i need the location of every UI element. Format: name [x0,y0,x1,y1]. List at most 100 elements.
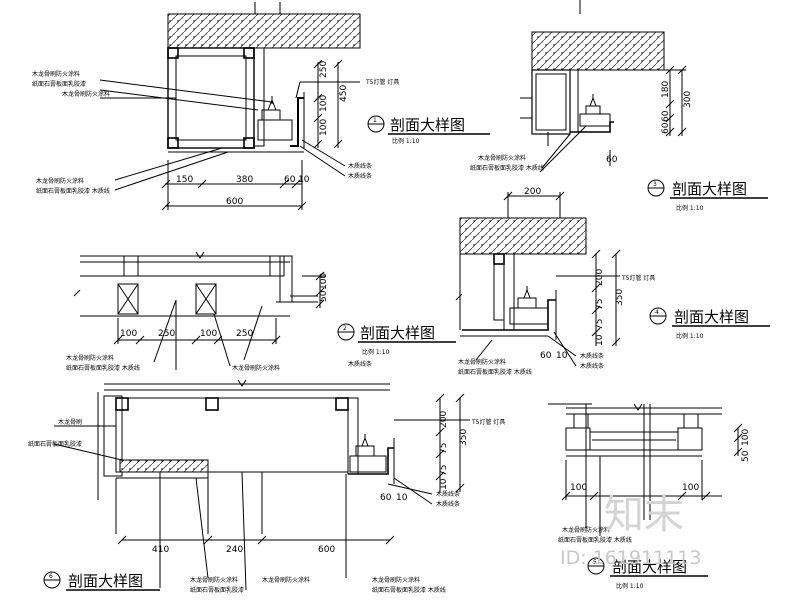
d3-note2: 纸面石膏板面乳胶漆 木质线 [470,164,544,172]
svg-text:10: 10 [298,175,310,185]
svg-text:10: 10 [396,493,408,503]
svg-text:450: 450 [339,85,349,102]
svg-text:10: 10 [556,351,568,361]
d5-title: 剖面大样图 [612,558,687,576]
d6-note-b2: 木质线条 [436,500,460,508]
d3-number: 3 [653,181,657,188]
d6-note-b1: 木质线条 [436,490,460,498]
d6-note-bot3: 木龙骨刷防火涂料 [262,576,310,584]
d1-note-left1: 木龙骨刷防火涂料 [32,70,80,78]
d4-note-b2: 木质线条 [580,362,604,370]
svg-text:100: 100 [319,119,329,136]
d1-note-right3: 木质线条 [348,172,372,180]
d5-number: 5 [593,559,597,566]
d1-title: 剖面大样图 [390,116,465,134]
detail-6-text: 200 350 75 75 10 60 10 410 240 600 木龙骨刷 … [28,411,505,594]
watermark-id: ID: 161911113 [560,547,701,569]
svg-text:250: 250 [158,329,175,339]
svg-text:200: 200 [439,411,449,428]
d4-note-b4: 纸面石膏板面乳胶漆 木质线 [458,368,532,376]
svg-text:100: 100 [682,483,699,493]
watermark-brand: 知末 [604,492,684,538]
d4-note-right: T5灯管 灯具 [621,274,655,282]
d1-scale: 比例 1:10 [392,137,420,145]
d6-note-bot1: 木龙骨刷防火涂料 [190,576,238,584]
d5-note1: 木龙骨刷防火涂料 [562,526,610,534]
d6-number: 6 [49,573,53,580]
svg-text:60: 60 [284,175,296,185]
detail-1-title: 1 剖面大样图 比例 1:10 [367,115,490,145]
svg-text:75: 75 [439,465,449,476]
svg-text:100: 100 [120,329,137,339]
d2-scale: 比例 1:10 [362,348,390,356]
d1-note-bottom2: 纸面石膏板面乳胶漆 木质线 [36,187,110,195]
d6-title: 剖面大样图 [68,572,143,590]
watermark: 知末 ID: 161911113 [560,492,701,569]
detail-2-text: 50 100 100 250 100 250 木龙骨刷防火涂料 纸面石膏板面乳胶… [66,273,372,372]
d1-note-left2: 纸面石膏板面乳胶漆 [32,80,86,88]
d3-note1: 木龙骨刷防火涂料 [478,154,526,162]
d6-note-left1: 木龙骨刷 [58,418,82,426]
detail-5-title: 5 剖面大样图 比例 1:10 [587,557,708,590]
d6-note-bot4: 木龙骨刷防火涂料 [372,576,420,584]
svg-text:240: 240 [226,545,243,555]
detail-6-title: 6 剖面大样图 [43,571,160,591]
svg-text:100: 100 [570,483,587,493]
svg-text:10: 10 [439,478,449,490]
d4-scale: 比例 1:10 [676,332,704,340]
svg-text:60: 60 [661,110,671,122]
svg-text:100: 100 [200,329,217,339]
d6-note-right: T5灯管 灯具 [471,418,505,426]
detail-4-title: 4 剖面大样图 比例 1:10 [649,307,770,340]
svg-text:100: 100 [319,273,329,290]
detail-1 [99,2,361,211]
svg-text:60: 60 [606,155,618,165]
detail-5 [548,403,743,536]
svg-text:10: 10 [595,334,605,346]
d6-note-bot5: 纸面石膏板面乳胶漆 木质线 [372,586,446,594]
d3-title: 剖面大样图 [672,180,747,198]
d1-note-bottom1: 木龙骨刷防火涂料 [36,177,84,185]
svg-text:600: 600 [226,197,243,207]
detail-2 [73,251,326,370]
svg-text:380: 380 [236,175,253,185]
d2-note4: 木质线条 [348,360,372,368]
d2-title: 剖面大样图 [360,324,435,342]
svg-text:75: 75 [439,443,449,454]
svg-text:200: 200 [595,269,605,286]
svg-text:75: 75 [595,299,605,310]
d6-note-left2: 纸面石膏板面乳胶漆 [28,440,82,448]
detail-3-text: 180 300 60 60 60 木龙骨刷防火涂料 纸面石膏板面乳胶漆 木质线 [470,81,693,172]
d2-note1: 木龙骨刷防火涂料 [66,354,114,362]
svg-text:350: 350 [459,429,469,446]
svg-text:300: 300 [683,91,693,108]
detail-2-title: 2 剖面大样图 比例 1:10 [337,323,456,356]
svg-text:100: 100 [319,95,329,112]
d2-note3: 木龙骨刷防火涂料 [232,364,280,372]
svg-text:250: 250 [319,61,329,78]
detail-3 [520,0,687,173]
svg-text:60: 60 [380,493,392,503]
svg-text:50: 50 [741,450,751,462]
detail-1-text: 250 450 100 100 150 380 60 10 600 木龙骨刷防火… [32,61,399,207]
d4-note-b1: 木质线条 [580,352,604,360]
d4-number: 4 [655,309,659,316]
d2-number: 2 [343,325,347,332]
d1-note-left3: 木龙骨刷防火涂料 [62,90,110,98]
detail-6 [53,379,470,591]
svg-text:50: 50 [319,290,329,302]
svg-text:60: 60 [661,122,671,134]
d1-number: 1 [373,117,377,124]
svg-text:250: 250 [236,329,253,339]
d5-note2: 纸面石膏板面乳胶漆 木质线 [558,536,632,544]
svg-text:410: 410 [152,545,169,555]
d1-note-right1: T5灯管 灯具 [365,78,399,86]
detail-3-title: 3 剖面大样图 比例 1:10 [647,179,768,212]
svg-text:180: 180 [661,81,671,98]
detail-4-text: 200 200 350 75 75 10 60 10 T5灯管 灯具 木质线条 … [458,187,655,376]
svg-text:600: 600 [318,545,335,555]
d6-note-bot2: 纸面石膏板面乳胶漆 [190,586,244,594]
d2-note2: 纸面石膏板面乳胶漆 木质线 [66,364,140,372]
